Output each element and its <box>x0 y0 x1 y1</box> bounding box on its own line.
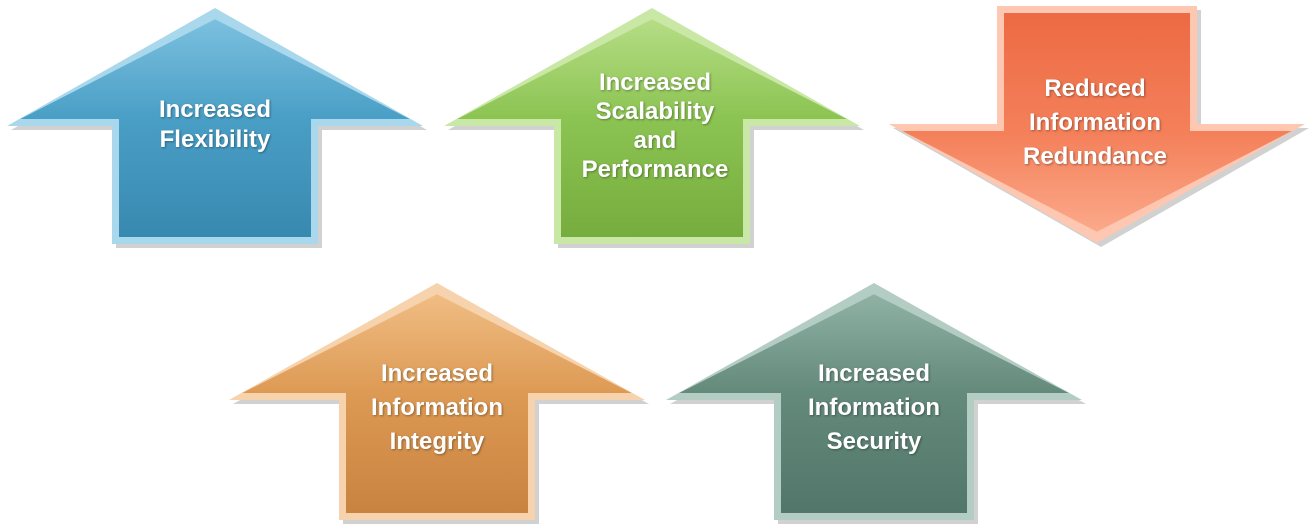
arrow-body <box>242 294 632 513</box>
arrow-up-4 <box>229 283 649 524</box>
arrow-up-1 <box>7 8 427 248</box>
arrow-body <box>20 19 410 238</box>
arrow-body <box>902 13 1292 232</box>
arrow-up-5 <box>666 283 1086 524</box>
arrow-down-3 <box>889 6 1309 247</box>
arrow-body <box>679 294 1069 513</box>
arrow-up-2 <box>444 8 864 248</box>
arrow-body <box>457 19 847 238</box>
